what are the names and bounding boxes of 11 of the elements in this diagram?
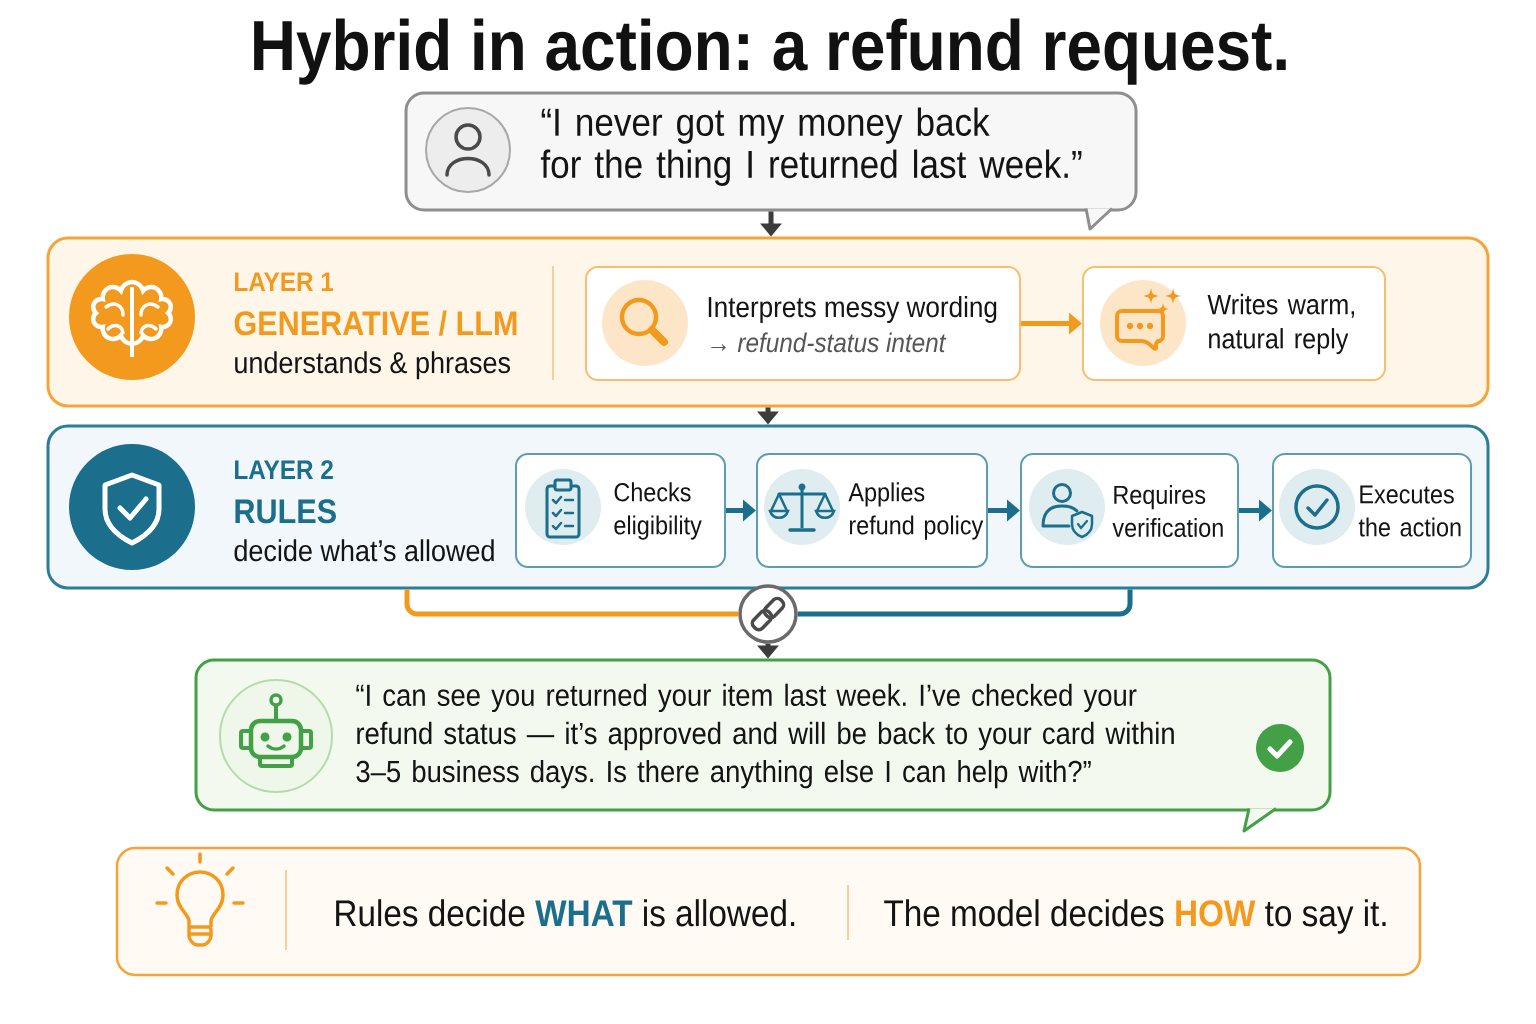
speech-bubble: “I never got my money back for the thing I returned last week.” xyxy=(404,91,1138,231)
layer-description: decide what’s allowed xyxy=(234,539,494,562)
title: Hybrid in action: a refund request. xyxy=(254,18,1286,85)
summary-text: Rules decide WHAT is allowed. xyxy=(336,899,795,927)
layer-label: LAYER 2 xyxy=(235,460,333,479)
summary-text: The model decides HOW to say it. xyxy=(884,899,1386,934)
layer-description: understands & phrases xyxy=(235,351,511,380)
layer-title: GENERATIVE / LLM xyxy=(234,310,517,336)
layer-label: LAYER 1 xyxy=(235,272,334,291)
layer-title: RULES xyxy=(235,499,336,524)
speech-bubble: “I can see you returned your item last week. I’ve checked your refund status — it’s approved and will be back to your card within 3–5 business days. Is there anything else I can help with?” xyxy=(194,658,1332,833)
